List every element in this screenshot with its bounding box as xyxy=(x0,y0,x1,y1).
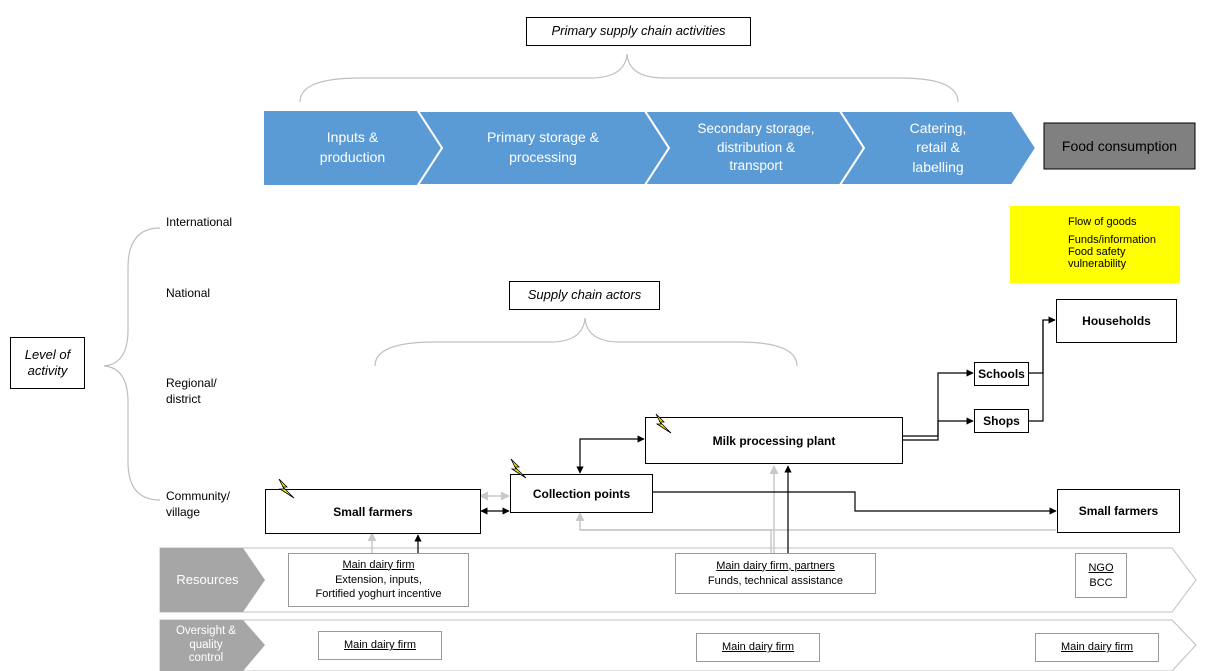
resources-box3-title: NGO xyxy=(1088,561,1114,574)
stage-primary-storage: Primary storage & processing xyxy=(448,111,638,185)
oversight-label-line: Oversight & xyxy=(175,624,237,637)
resources-box-firm-partners: Main dairy firm, partners Funds, technic… xyxy=(675,553,876,594)
oversight-box-main-dairy-firm: Main dairy firm xyxy=(696,633,820,662)
oversight-box-main-dairy-firm: Main dairy firm xyxy=(1035,633,1159,662)
goods-arrow-collection-processing xyxy=(576,435,645,474)
oversight-label-line: control xyxy=(188,652,224,665)
stage-line: Catering, xyxy=(909,119,967,136)
food-consumption-box xyxy=(1043,122,1196,170)
goods-arrow-schools-to-households xyxy=(1029,316,1056,374)
goods-arrow-processing-to-schools xyxy=(903,369,974,441)
actor-schools: Schools xyxy=(974,362,1029,386)
stage-line: distribution & xyxy=(716,139,796,155)
level-of-activity-brace xyxy=(103,227,161,501)
oversight-label-line: quality xyxy=(189,638,223,651)
level-regional: Regional/district xyxy=(166,375,217,407)
stage-line: labelling xyxy=(912,158,964,175)
food-consumption-label: Food consumption xyxy=(1061,138,1178,154)
level-title-line: Level of xyxy=(24,346,71,362)
actor-small-farmers-right: Small farmers xyxy=(1057,489,1180,533)
stage-line: Primary storage & xyxy=(486,129,600,146)
level-national: National xyxy=(166,286,211,300)
stage-line: transport xyxy=(729,158,783,174)
primary-activities-title: Primary supply chain activities xyxy=(526,17,751,46)
oversight-box2-label: Main dairy firm xyxy=(721,641,795,654)
lightning-icon xyxy=(278,478,295,499)
stage-secondary-storage: Secondary storage, distribution & transpor… xyxy=(672,111,840,185)
resources-box2-line: Funds, technical assistance xyxy=(707,574,844,587)
level-line: village xyxy=(166,505,201,520)
level-international: International xyxy=(166,215,233,229)
goods-arrow-processing-to-shops xyxy=(903,417,974,437)
actor-households: Households xyxy=(1056,299,1177,343)
actor-collection-points: Collection points xyxy=(510,474,653,513)
oversight-box1-label: Main dairy firm xyxy=(343,639,417,652)
stage-inputs-production: Inputs & production xyxy=(270,111,435,185)
resources-box3-line: BCC xyxy=(1089,576,1113,589)
legend-vulnerability-label: Food safety vulnerability xyxy=(1068,246,1127,270)
stage-catering-retail: Catering, retail & labelling xyxy=(868,111,1008,185)
oversight-box-main-dairy-firm: Main dairy firm xyxy=(318,631,442,660)
resources-box-ngo: NGO BCC xyxy=(1075,553,1127,598)
stage-line: Secondary storage, xyxy=(697,120,815,136)
resources-box1-line: Fortified yoghurt incentive xyxy=(315,588,442,601)
actor-milk-processing-plant: Milk processing plant xyxy=(645,417,903,464)
level-line: Regional/ xyxy=(166,376,217,390)
oversight-label-chevron xyxy=(160,620,265,671)
primary-activities-brace xyxy=(299,53,959,103)
lightning-icon xyxy=(655,413,672,434)
resources-box1-line: Extension, inputs, xyxy=(335,573,422,586)
stage-line: processing xyxy=(509,149,577,165)
stage-line: retail & xyxy=(916,139,960,156)
chevron-inputs-production xyxy=(264,111,442,185)
legend-goods-label: Flow of goods xyxy=(1068,216,1137,228)
level-line: district xyxy=(166,392,201,407)
supply-chain-actors-brace xyxy=(374,317,798,367)
goods-arrow-shops-to-households xyxy=(1029,320,1044,422)
chevron-catering-retail xyxy=(838,110,1038,186)
goods-arrow-collection-to-right-farmers xyxy=(653,491,1057,515)
resources-label: Resources xyxy=(176,572,239,588)
lightning-icon xyxy=(510,458,527,479)
stage-line: production xyxy=(319,149,386,165)
resources-box1-title: Main dairy firm xyxy=(342,558,415,571)
level-line: Community/ xyxy=(166,489,231,503)
oversight-box3-label: Main dairy firm xyxy=(1060,641,1134,654)
legend-funds-label: Funds/information xyxy=(1068,234,1157,246)
resources-box2-title: Main dairy firm, partners xyxy=(716,559,835,572)
resources-label-chevron xyxy=(160,548,265,612)
supply-chain-actors-title: Supply chain actors xyxy=(509,281,660,310)
level-title-line: activity xyxy=(27,363,68,378)
level-community: Community/village xyxy=(166,488,230,520)
actor-shops: Shops xyxy=(974,409,1029,433)
stage-line: Inputs & xyxy=(326,129,379,146)
actor-small-farmers-left: Small farmers xyxy=(265,489,481,534)
legend: Flow of goods Funds/information Food saf… xyxy=(1010,206,1180,283)
resources-box-main-dairy-firm: Main dairy firm Extension, inputs, Forti… xyxy=(288,553,469,607)
